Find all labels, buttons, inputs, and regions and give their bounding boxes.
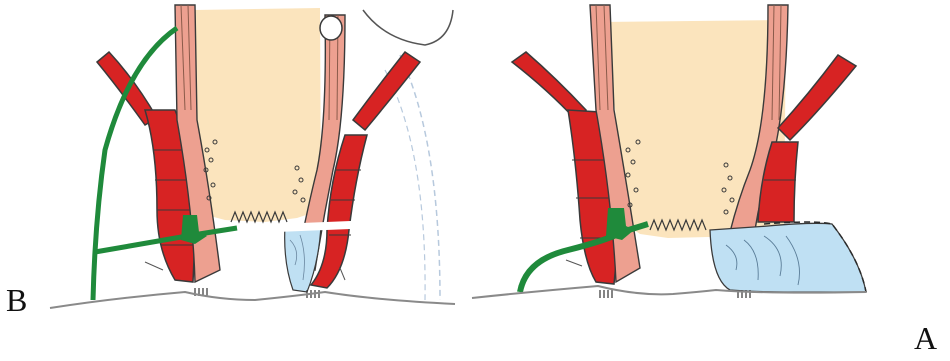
diagram-panel-b <box>45 0 460 320</box>
panel-label-a: A <box>914 322 937 354</box>
skin-line <box>50 292 455 308</box>
dashed-boundary <box>385 70 425 300</box>
dashed-boundary <box>400 55 440 300</box>
panel-label-b: B <box>6 284 27 316</box>
white-band <box>277 220 375 232</box>
drained-space <box>710 223 866 292</box>
right-levator-muscle <box>778 55 856 140</box>
right-levator-muscle <box>353 52 420 130</box>
circle-fragment <box>363 10 453 45</box>
rectal-lumen <box>195 8 321 222</box>
top-lesion <box>320 16 342 40</box>
diagram-panel-a <box>468 0 880 320</box>
